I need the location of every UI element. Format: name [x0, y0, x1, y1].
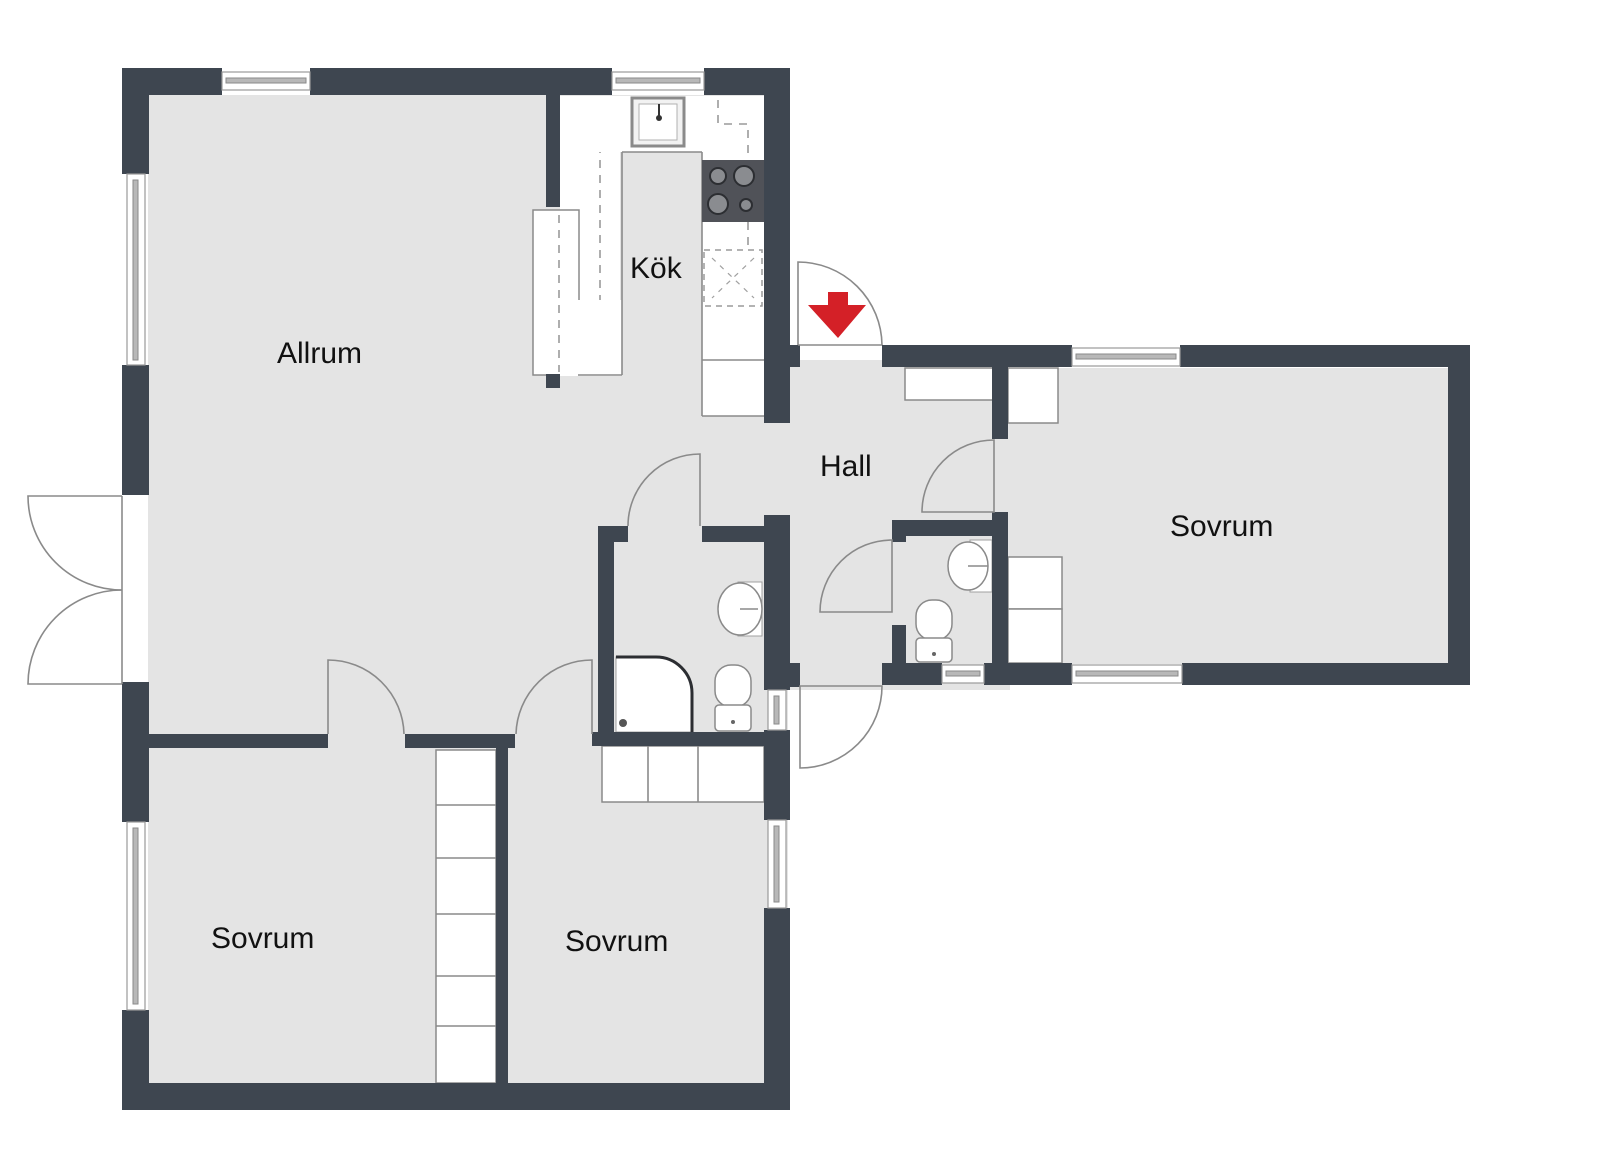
wall — [764, 515, 790, 690]
wall — [592, 732, 764, 746]
sovrum-east-closet-top — [1007, 367, 1059, 424]
door-swing-icon[interactable] — [799, 685, 883, 769]
window-icon — [1071, 347, 1181, 367]
window-icon — [221, 71, 311, 91]
door-swing-icon[interactable] — [627, 453, 701, 527]
floor-sovrum-east — [1005, 368, 1450, 664]
floors — [148, 95, 1450, 1095]
toilet-icon — [915, 599, 953, 663]
room-labels: Allrum Kök Hall Sovrum Sovrum Sovrum — [211, 252, 1273, 958]
room-label-kok: Kök — [630, 252, 683, 285]
window-icon — [1071, 664, 1183, 684]
shower-icon — [615, 655, 694, 733]
wall — [122, 682, 149, 822]
wall — [992, 367, 1008, 439]
storage-fixtures — [435, 367, 1063, 1084]
wall — [892, 625, 906, 665]
sovrum-east-wardrobe — [1007, 556, 1063, 610]
entrance-door[interactable] — [797, 261, 883, 346]
wall — [598, 526, 628, 542]
wall — [148, 734, 328, 748]
windows — [126, 71, 1183, 1011]
wall — [1448, 345, 1470, 685]
wall — [882, 345, 1072, 367]
wall — [892, 520, 1000, 536]
window-icon — [767, 819, 787, 909]
window-icon — [126, 821, 146, 1011]
window-icon — [126, 173, 146, 366]
window-icon — [767, 689, 787, 731]
hall-closet — [904, 367, 994, 401]
wall — [496, 748, 508, 1084]
dishwasher-icon — [703, 249, 763, 307]
wall — [546, 374, 560, 388]
door-swing-icon[interactable] — [921, 439, 995, 513]
wall — [764, 68, 790, 423]
wall — [764, 730, 790, 820]
wall — [984, 663, 1072, 685]
wall — [122, 1083, 790, 1110]
stove-icon — [702, 160, 764, 222]
wall — [1182, 663, 1470, 685]
wall — [598, 526, 614, 746]
door-swing-icon[interactable] — [327, 659, 405, 735]
sovrum-east-wardrobe — [1007, 608, 1063, 664]
wall — [546, 95, 560, 207]
room-label-sovrum-east: Sovrum — [1170, 510, 1273, 543]
kitchen-fixtures — [532, 96, 765, 417]
sink-icon — [630, 96, 686, 148]
entrance-arrow-icon — [808, 292, 866, 338]
wall — [776, 663, 800, 687]
wall — [122, 365, 149, 495]
walls — [122, 68, 1470, 1110]
room-label-allrum: Allrum — [277, 337, 362, 370]
wall — [1180, 345, 1470, 367]
wall — [892, 520, 906, 542]
door-swing-icon[interactable] — [27, 495, 123, 685]
wall — [790, 345, 800, 367]
washbasin-icon — [947, 539, 993, 593]
room-label-sovrum-s: Sovrum — [565, 925, 668, 958]
wall — [702, 526, 764, 542]
door-swing-icon[interactable] — [515, 659, 593, 735]
room-label-hall: Hall — [820, 450, 872, 483]
door-swing-icon[interactable] — [819, 539, 893, 613]
doors — [27, 261, 995, 769]
kitchen-counter-bottom — [560, 300, 622, 376]
bathroom-main — [614, 544, 764, 734]
washbasin-icon — [717, 581, 763, 637]
wall — [310, 68, 612, 95]
wall — [992, 512, 1008, 665]
sovrum-sw-wardrobe — [435, 749, 497, 1084]
wall — [764, 908, 790, 1110]
wall — [882, 663, 942, 685]
wall — [122, 68, 149, 174]
toilet-icon — [714, 664, 752, 732]
bathroom-east — [906, 535, 994, 663]
window-icon — [941, 664, 985, 684]
room-label-sovrum-sw: Sovrum — [211, 922, 314, 955]
sovrum-s-wardrobe — [601, 745, 765, 803]
wall — [405, 734, 515, 748]
window-icon — [611, 71, 705, 91]
